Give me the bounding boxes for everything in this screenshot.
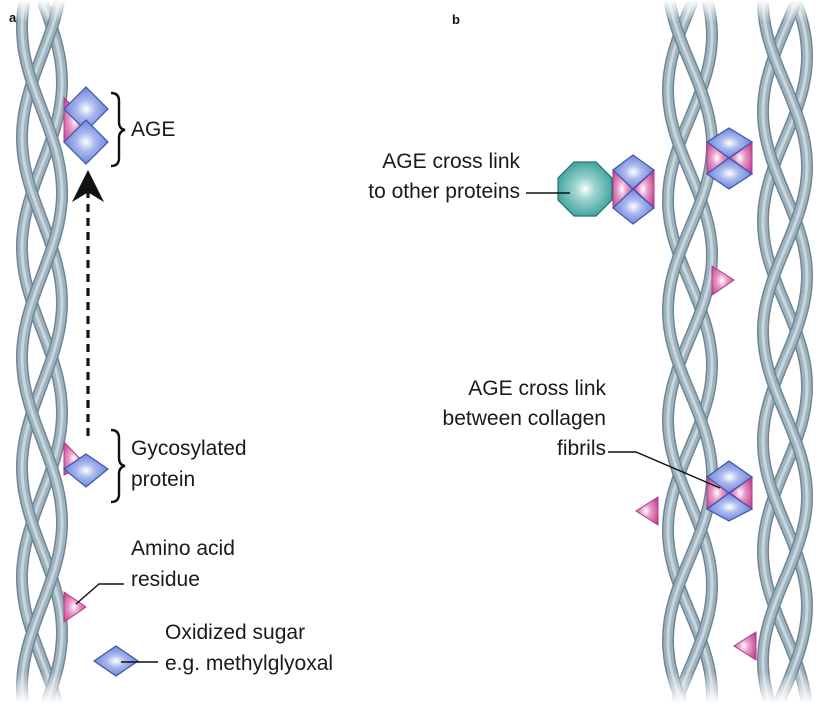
blue-sugar [612,188,655,225]
age-crosslink-protein-complex [612,154,655,225]
label-amino-line2: residue [131,568,200,591]
top-fade [0,0,823,22]
age-complex-panel-a [63,86,109,165]
blue-sugar [705,492,754,522]
label-sugar-line2: e.g. methylglyoxal [165,652,334,675]
fibril-strand-highlight [761,2,809,702]
blue-sugar [63,86,109,132]
label-crosslink-proteins: AGE cross link to other proteins [368,149,520,205]
glycosylated-bracket [110,428,126,504]
fibril-strand-highlight [666,2,714,702]
fibril-strand-highlight [761,2,809,702]
panel-label-a: a [9,10,17,25]
age-crosslink-fibrils-top [705,127,754,190]
blue-sugar [63,119,109,165]
blue-sugar [62,453,110,488]
label-crosslink-fibrils: AGE cross link between collagen fibrils [443,376,606,462]
amino-acid-residue [711,265,735,296]
amino-acid-residue [733,631,757,661]
amino-acid-residue [635,496,659,526]
age-crosslink-fibrils-bottom [705,460,754,522]
amino-leader-line [75,583,124,605]
label-crosslink-fibrils-line1: AGE cross link [468,377,606,400]
fibril-strand-highlight [666,2,714,702]
age-bracket [110,91,126,168]
blue-sugar [705,127,754,159]
blue-sugar [705,157,754,190]
amino-acid-residue [63,591,87,623]
label-glycosylated-line2: protein [131,468,196,491]
label-crosslink-fibrils-line2: between collagen [442,407,606,430]
glycosylated-protein-complex [62,440,110,488]
oxidized-sugar-icon [92,645,140,677]
blue-sugar [612,154,655,190]
label-crosslink-proteins-line2: to other proteins [368,180,520,203]
fibril-strand-highlight [761,2,809,702]
blue-sugar [705,460,754,494]
label-glycosylated-line1: Gycosylated [131,437,247,460]
label-oxidized-sugar: Oxidized sugar e.g. methylglyoxal [165,620,333,677]
crosslink-fibrils-leader [608,451,721,489]
label-crosslink-proteins-line1: AGE cross link [382,150,520,173]
label-amino-line1: Amino acid [131,537,235,560]
fibril-strand-highlight [20,2,64,702]
label-sugar-line1: Oxidized sugar [165,621,306,644]
teal-protein-octagon [557,161,613,217]
label-crosslink-fibrils-line3: fibrils [556,437,606,460]
other-protein [557,161,613,217]
label-age: AGE [131,118,176,141]
panel-label-b: b [452,12,460,27]
collagen-fibrils [15,0,814,703]
label-glycosylated-protein: Gycosylated protein [131,436,247,493]
label-amino-acid-residue: Amino acid residue [131,536,235,593]
bottom-fade [0,672,823,703]
